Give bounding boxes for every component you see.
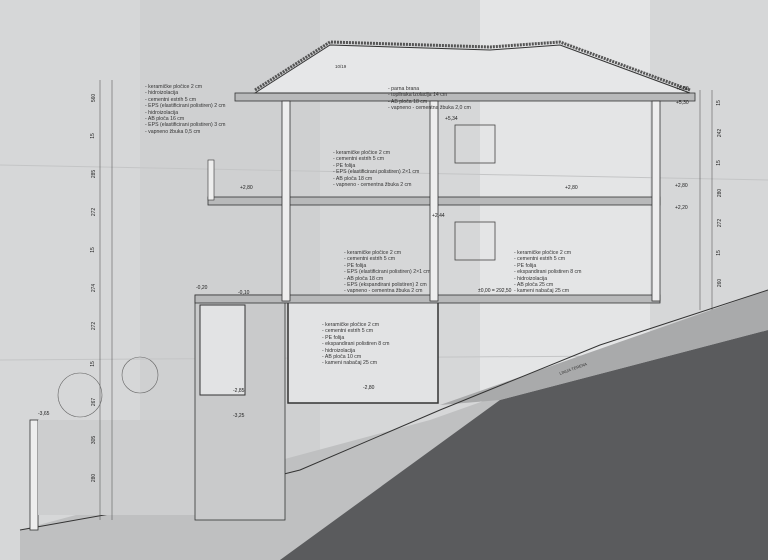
dimension-label: 305: [91, 435, 98, 445]
note-line: PE folija: [344, 263, 430, 269]
note-line: keramičke pločice 2 cm: [333, 150, 419, 156]
roof: [253, 44, 691, 94]
dimension-label: 15: [715, 250, 722, 256]
retaining-wall: [29, 419, 39, 531]
note-line: AB ploča 18 cm: [333, 176, 419, 182]
note-line: keramičke pločice 2 cm: [145, 84, 225, 90]
note-line: cementni estrih 5 cm: [322, 328, 389, 334]
note-line: hidroizolacija: [322, 348, 389, 354]
dimension-label: 272: [717, 218, 724, 228]
note-terrace: keramičke pločice 2 cmhidroizolacijaceme…: [145, 84, 226, 135]
note-line: vapneno - cementna žbuka 2 cm: [344, 288, 430, 294]
note-line: vapneno žbuka 0,5 cm: [145, 129, 225, 135]
note-line: EPS (elastificirani polistiren) 2 cm: [145, 103, 225, 109]
note-line: PE folija: [322, 335, 389, 341]
note-line: AB ploča 10 cm: [322, 354, 389, 360]
level-mark: +2,80: [565, 185, 578, 191]
dimension-label: 274: [91, 283, 98, 293]
note-line: EPS (elastificirani polistiren) 2×1 cm: [344, 269, 430, 275]
dimension-label: 15: [89, 247, 96, 253]
tree-sketch: [57, 372, 103, 418]
note-first-floor: keramičke pločice 2 cmcementni estrih 5 …: [333, 150, 419, 188]
note-line: AB ploča 16 cm: [145, 116, 225, 122]
level-mark: -2,80: [363, 385, 375, 391]
note-ground-floor: keramičke pločice 2 cmcementni estrih 5 …: [344, 250, 430, 295]
level-mark: +2,44: [432, 213, 445, 219]
level-mark: ±0,00 = 292,50: [478, 288, 512, 294]
ground-slab: [194, 294, 661, 304]
level-mark: -3,25: [233, 413, 245, 419]
note-line: hidroizolacija: [514, 276, 581, 282]
note-basement: keramičke pločice 2 cmcementni estrih 5 …: [322, 322, 390, 367]
dimension-label: 242: [717, 128, 724, 138]
note-line: cementni estrih 5 cm: [514, 256, 581, 262]
note-line: vapneno - cementna žbuka 2,0 cm: [388, 105, 471, 111]
dimension-label: 280: [717, 188, 724, 198]
dimension-label: 272: [91, 207, 98, 217]
shadow-area: [280, 330, 768, 560]
note-line: EPS (elastificirani polistiren) 2×1 cm: [333, 169, 419, 175]
note-line: kameni nabačaj 25 cm: [514, 288, 581, 294]
note-line: hidroizolacija: [145, 110, 225, 116]
note-line: cementni estrih 5 cm: [344, 256, 430, 262]
fill-hatch: [38, 420, 198, 515]
note-line: hidroizolacija: [145, 90, 225, 96]
balcony-railing: [207, 159, 215, 201]
note-ground-slab: keramičke pločice 2 cmcementni estrih 5 …: [514, 250, 582, 295]
note-roof: parna branatoplinska izolacija 14 cmAB p…: [388, 86, 471, 112]
dimension-label: 285: [91, 169, 98, 179]
roof-tiles: [254, 40, 691, 92]
dimension-label: 272: [91, 321, 98, 331]
note-line: AB ploča 18 cm: [388, 99, 471, 105]
note-line: AB ploča 25 cm: [514, 282, 581, 288]
level-mark: +2,80: [240, 185, 253, 191]
dimension-label: 15: [89, 133, 96, 139]
level-mark: +5,30: [676, 100, 689, 106]
wall-left: [281, 100, 291, 302]
level-mark: +2,80: [675, 183, 688, 189]
note-line: parna brana: [388, 86, 471, 92]
dimension-label: 15: [89, 361, 96, 367]
note-line: EPS (ekspandirani polistiren) 2 cm: [344, 282, 430, 288]
dimension-label: 15: [715, 160, 722, 166]
note-line: vapneno - cementna žbuka 2 cm: [333, 182, 419, 188]
note-line: AB ploča 18 cm: [344, 276, 430, 282]
level-mark: -0,10: [238, 290, 250, 296]
wall-middle: [429, 100, 439, 302]
note-line: toplinska izolacija 14 cm: [388, 92, 471, 98]
dimension-label: 260: [717, 278, 724, 288]
note-line: EPS (elastificirani polistiren) 3 cm: [145, 122, 225, 128]
level-mark: -3,65: [38, 411, 50, 417]
note-line: keramičke pločice 2 cm: [344, 250, 430, 256]
level-mark: -0,20: [196, 285, 208, 291]
wall-right: [651, 100, 661, 302]
basement-niche: [199, 304, 246, 396]
note-line: PE folija: [514, 263, 581, 269]
dimension-label: 267: [91, 397, 98, 407]
level-mark: -2,85: [233, 388, 245, 394]
level-mark: +5,34: [445, 116, 458, 122]
dimension-label: 15: [715, 100, 722, 106]
level-mark: +5,80: [676, 86, 689, 92]
note-line: cementni estrih 5 cm: [145, 97, 225, 103]
note-line: keramičke pločice 2 cm: [514, 250, 581, 256]
note-line: ekspandirani polistiren 8 cm: [514, 269, 581, 275]
note-line: kameni nabačaj 25 cm: [322, 360, 389, 366]
dimension-label: 560: [91, 93, 98, 103]
note-line: cementni estrih 5 cm: [333, 156, 419, 162]
tree-sketch: [121, 356, 159, 394]
note-line: ekspandirani polistiren 8 cm: [322, 341, 389, 347]
dimension-label: 280: [91, 473, 98, 483]
window: [454, 221, 496, 261]
level-mark: +2,20: [675, 205, 688, 211]
note-line: keramičke pločice 2 cm: [322, 322, 389, 328]
note-line: PE folija: [333, 163, 419, 169]
window: [454, 124, 496, 164]
roof-slope-label: 10/19: [335, 64, 347, 69]
